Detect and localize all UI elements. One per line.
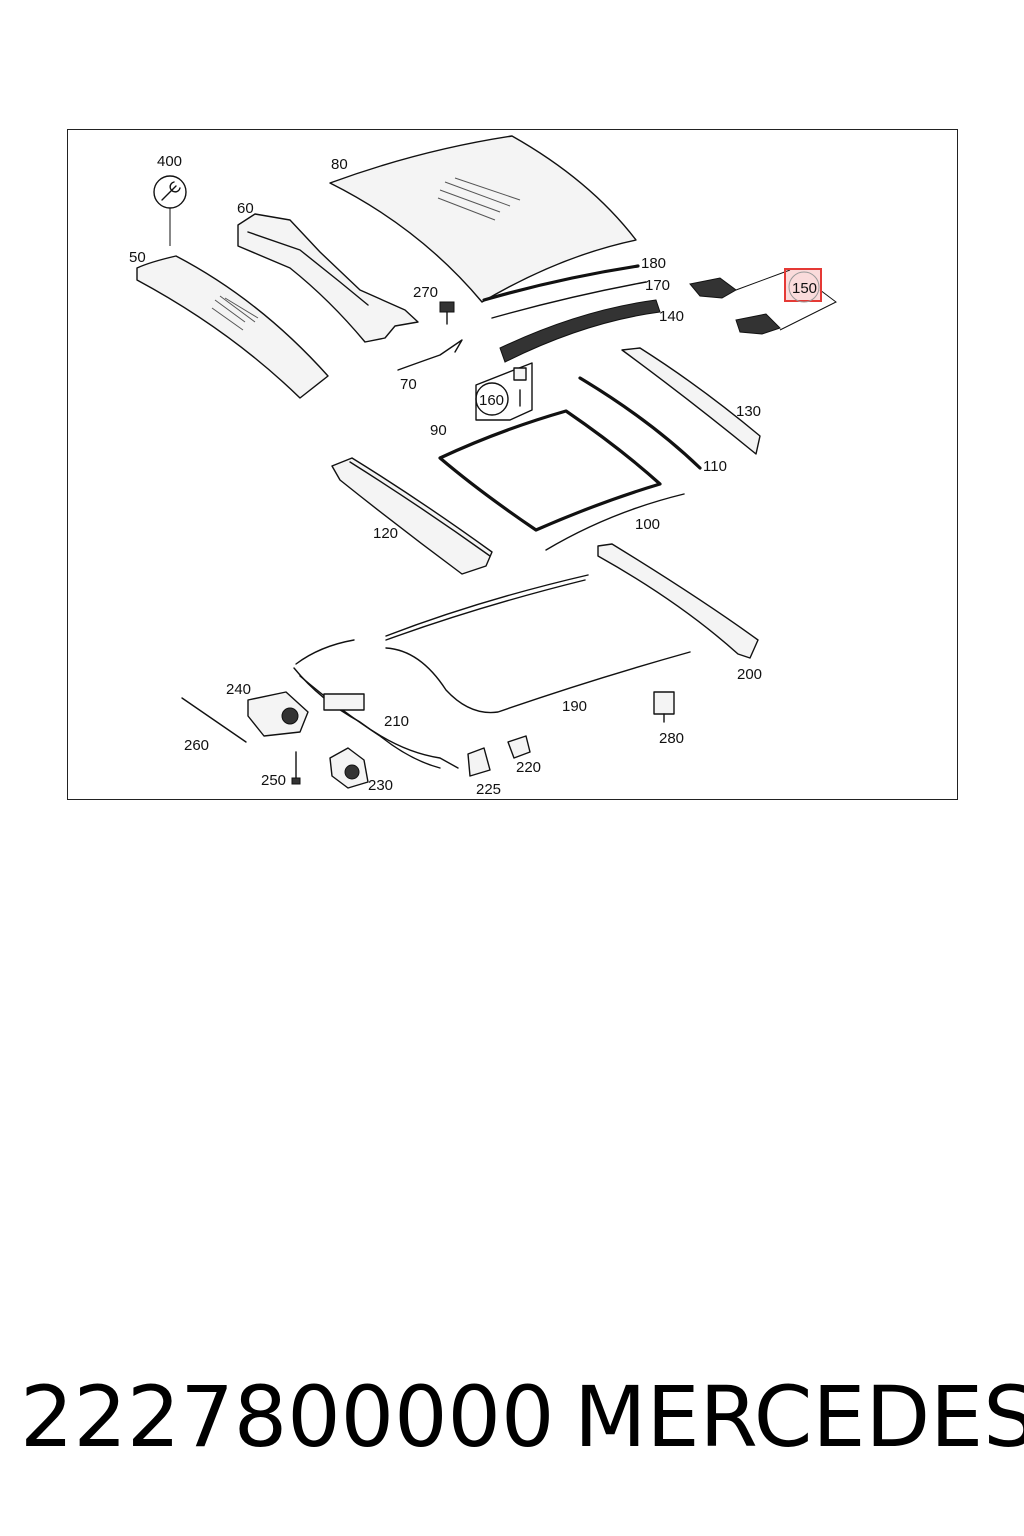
part-280-module: [653, 691, 675, 723]
callout-180: 180: [641, 255, 666, 272]
callout-240: 240: [226, 681, 251, 698]
callout-110: 110: [703, 458, 727, 475]
callout-120: 120: [373, 525, 398, 542]
part-170-strip: [491, 281, 647, 319]
part-140-deflector: [499, 299, 661, 363]
part-220-bracket: [507, 735, 531, 759]
part-190-seal: [385, 574, 691, 714]
callout-280: 280: [659, 730, 684, 747]
callout-260: 260: [184, 737, 209, 754]
callout-100: 100: [635, 516, 660, 533]
part-270-screw: [439, 301, 455, 325]
part-210-cable: [293, 639, 459, 769]
callout-150-circle: [788, 271, 820, 303]
part-80-main-glass: [329, 135, 637, 303]
callout-160: 160: [479, 392, 504, 409]
callout-225: 225: [476, 781, 501, 798]
callout-70: 70: [400, 376, 417, 393]
exploded-parts-diagram: 400 80 60 50 270 180 170 140 70 160 90 1…: [129, 135, 837, 798]
callout-400: 400: [157, 153, 182, 170]
part-60-front-frame: [237, 213, 419, 343]
callout-220: 220: [516, 759, 541, 776]
part-240-motor: [247, 691, 309, 737]
callout-90: 90: [430, 422, 447, 439]
callout-130: 130: [736, 403, 761, 420]
callout-80: 80: [331, 156, 348, 173]
part-230-motor: [329, 747, 369, 789]
callout-170: 170: [645, 277, 670, 294]
callout-150-highlight[interactable]: 150: [784, 268, 822, 303]
part-160-group: [475, 362, 533, 421]
callout-140: 140: [659, 308, 684, 325]
callout-200: 200: [737, 666, 762, 683]
part-110-strip: [578, 376, 702, 470]
callout-270: 270: [413, 284, 438, 301]
diagram-frame: [67, 129, 958, 800]
brand-name: MERCEDES: [574, 1368, 1024, 1466]
part-number: 2227800000: [20, 1368, 555, 1466]
callout-50: 50: [129, 249, 146, 266]
leader-150: [735, 269, 837, 331]
part-130-rail: [621, 347, 761, 455]
callout-230: 230: [368, 777, 393, 794]
callout-210: 210: [384, 713, 409, 730]
part-250-bolt: [291, 751, 301, 785]
part-200-rail: [597, 543, 759, 659]
callout-150: 150: [792, 280, 817, 297]
part-120-side-frame: [331, 457, 493, 575]
part-225-bracket: [467, 747, 491, 777]
part-70-cable: [397, 339, 463, 371]
part-260-rod: [181, 697, 247, 743]
callout-250: 250: [261, 772, 286, 789]
callout-190: 190: [562, 698, 587, 715]
part-150-clips: [689, 277, 781, 335]
part-100-strip: [545, 493, 685, 551]
highlight-box: [784, 268, 822, 302]
part-400-tool-icon: [153, 175, 187, 209]
callout-60: 60: [237, 200, 254, 217]
part-50-rear-glass: [136, 255, 329, 399]
part-180-strip: [482, 264, 640, 302]
part-90-seal: [438, 409, 662, 532]
part-190-seal-inner: [385, 579, 586, 641]
